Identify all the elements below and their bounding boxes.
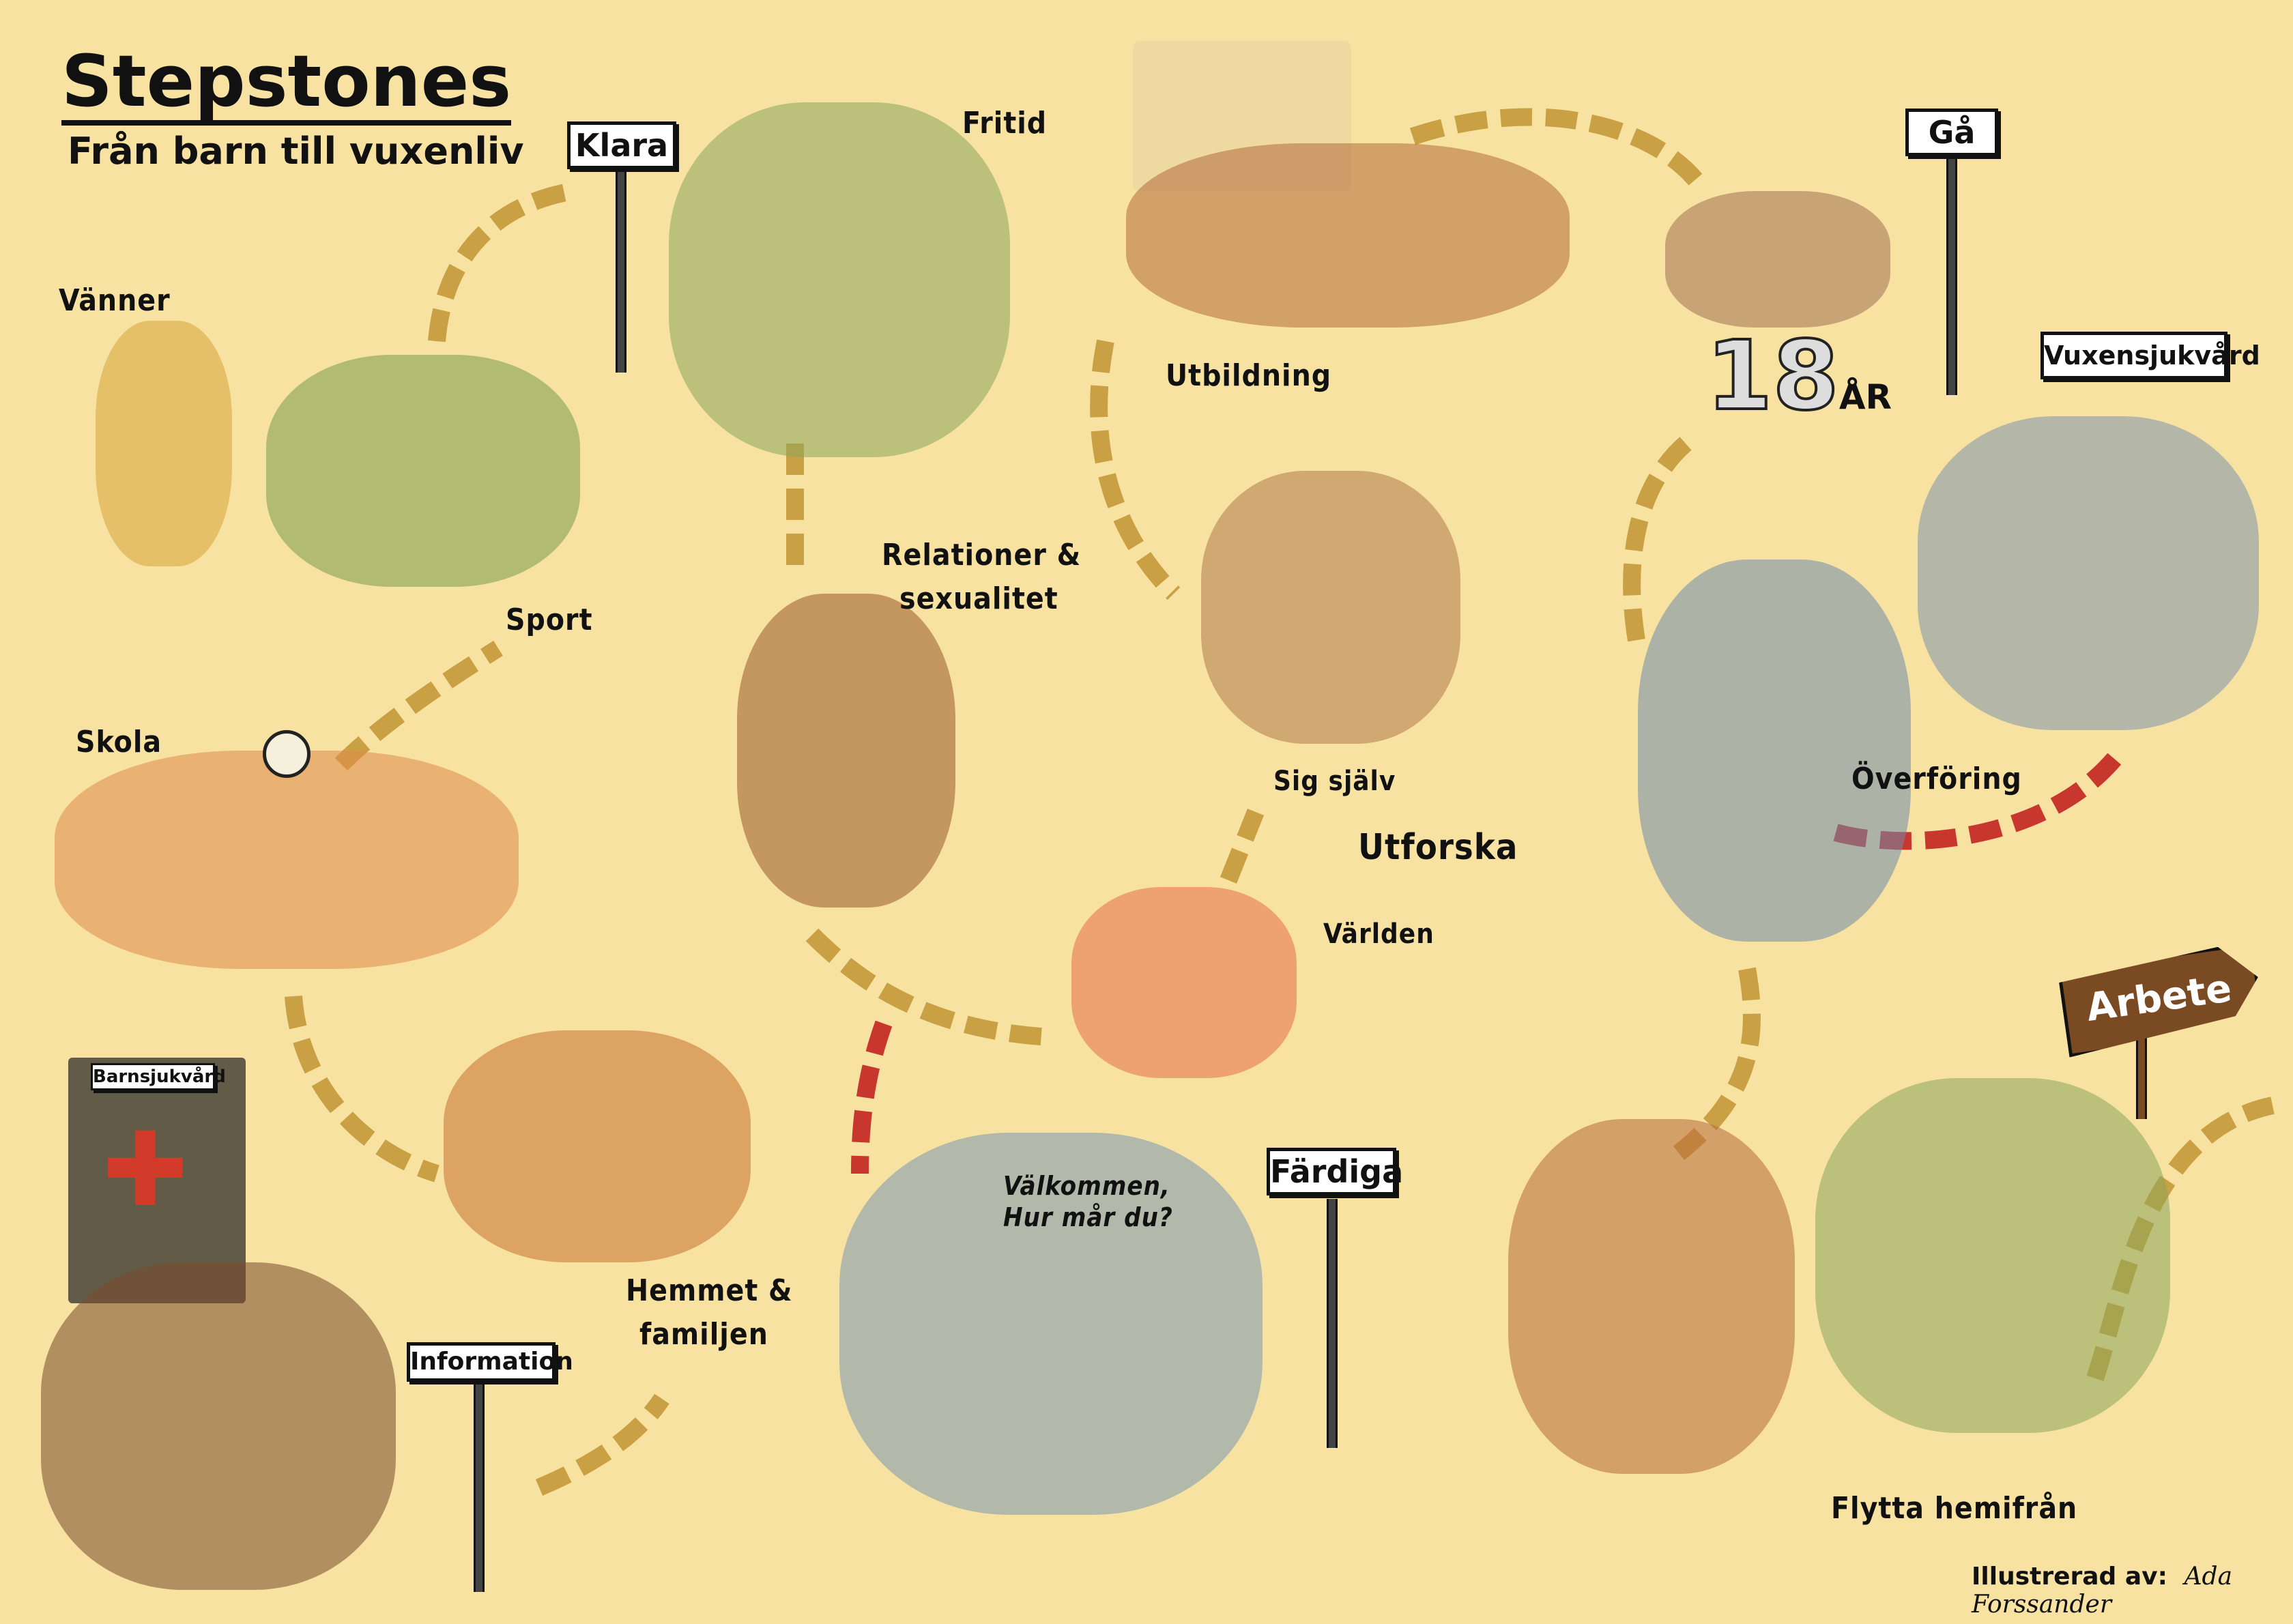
path-segment-red	[851, 1020, 893, 1174]
label-flytta-hemifran: Flytta hemifrån	[1831, 1491, 2078, 1526]
classroom-illustration	[55, 751, 519, 969]
self-portrait-illustration	[1201, 471, 1460, 744]
age-number: 18	[1705, 319, 1841, 433]
path-segment	[1220, 809, 1265, 884]
football-illustration	[266, 355, 580, 587]
sign-pole	[616, 168, 626, 373]
couple-illustration	[737, 594, 955, 908]
family-couch-illustration	[444, 1030, 751, 1262]
sign-pole	[2136, 1024, 2147, 1119]
path-segment	[1623, 437, 1692, 650]
label-utforska: Utforska	[1358, 827, 1518, 868]
sign-pole	[474, 1380, 485, 1592]
sign-ga: Gå	[1905, 108, 1998, 156]
signature: Ada Forssander	[1972, 1563, 2233, 1619]
champagne-illustration	[1665, 191, 1890, 328]
label-relationer: Relationer &	[882, 538, 1082, 572]
drummer-illustration	[669, 102, 1010, 457]
label-sexualitet: sexualitet	[899, 581, 1058, 616]
sign-pole	[1327, 1199, 1338, 1448]
consultation-illustration	[839, 1133, 1263, 1515]
red-cross-icon: ✚	[102, 1111, 188, 1230]
path-segment	[334, 640, 503, 771]
sign-fardiga: Färdiga	[1267, 1148, 1403, 1195]
sign-vuxensjukvard: Vuxensjukvård	[2040, 332, 2260, 379]
sign-information: Information	[407, 1342, 573, 1382]
label-vanner: Vänner	[59, 283, 171, 318]
page-title: Stepstones	[61, 42, 512, 126]
balloon-18-icon: 18ÅR	[1705, 319, 1892, 433]
label-varlden: Världen	[1323, 918, 1434, 950]
path-segment	[1090, 339, 1181, 600]
studying-illustration	[1126, 143, 1570, 328]
label-familjen: familjen	[639, 1317, 768, 1352]
dialog-line-2: Hur mår du?	[1003, 1202, 1173, 1232]
label-hemmet: Hemmet &	[626, 1273, 793, 1308]
label-skola: Skola	[76, 725, 162, 759]
path-segment	[535, 1393, 669, 1496]
sign-pole	[1946, 158, 1957, 395]
label-utbildning: Utbildning	[1166, 358, 1332, 393]
path-segment	[805, 928, 1052, 1046]
path-segment	[1673, 967, 1761, 1161]
wheelchair-illustration	[1508, 1119, 1795, 1474]
friends-illustration	[96, 321, 232, 566]
car-illustration	[1071, 887, 1297, 1078]
sign-arbete-label: Arbete	[2083, 966, 2234, 1031]
clock-icon	[263, 730, 311, 778]
dialog-line-1: Välkommen,	[1003, 1171, 1170, 1201]
transfer-illustration	[1638, 560, 1911, 942]
path-segment	[428, 182, 575, 343]
label-overforing: Överföring	[1851, 762, 2022, 796]
page-subtitle: Från barn till vuxenliv	[68, 130, 524, 173]
label-sport: Sport	[506, 603, 593, 637]
sign-klara: Klara	[567, 121, 676, 169]
path-segment	[1409, 108, 1707, 190]
moving-out-illustration	[1815, 1078, 2170, 1433]
sign-barnsjukvard: Barnsjukvård	[91, 1063, 226, 1090]
credit: Illustrerad av: Ada Forssander	[1972, 1563, 2293, 1619]
path-segment	[285, 996, 439, 1183]
path-segment-red	[1833, 751, 2122, 850]
age-unit: ÅR	[1838, 377, 1892, 417]
label-fritid: Fritid	[962, 106, 1048, 141]
family-visit-illustration	[41, 1262, 396, 1590]
label-sig-sjalv: Sig själv	[1273, 766, 1396, 797]
credit-label: Illustrerad av:	[1972, 1563, 2168, 1591]
adult-care-illustration	[1918, 416, 2259, 730]
